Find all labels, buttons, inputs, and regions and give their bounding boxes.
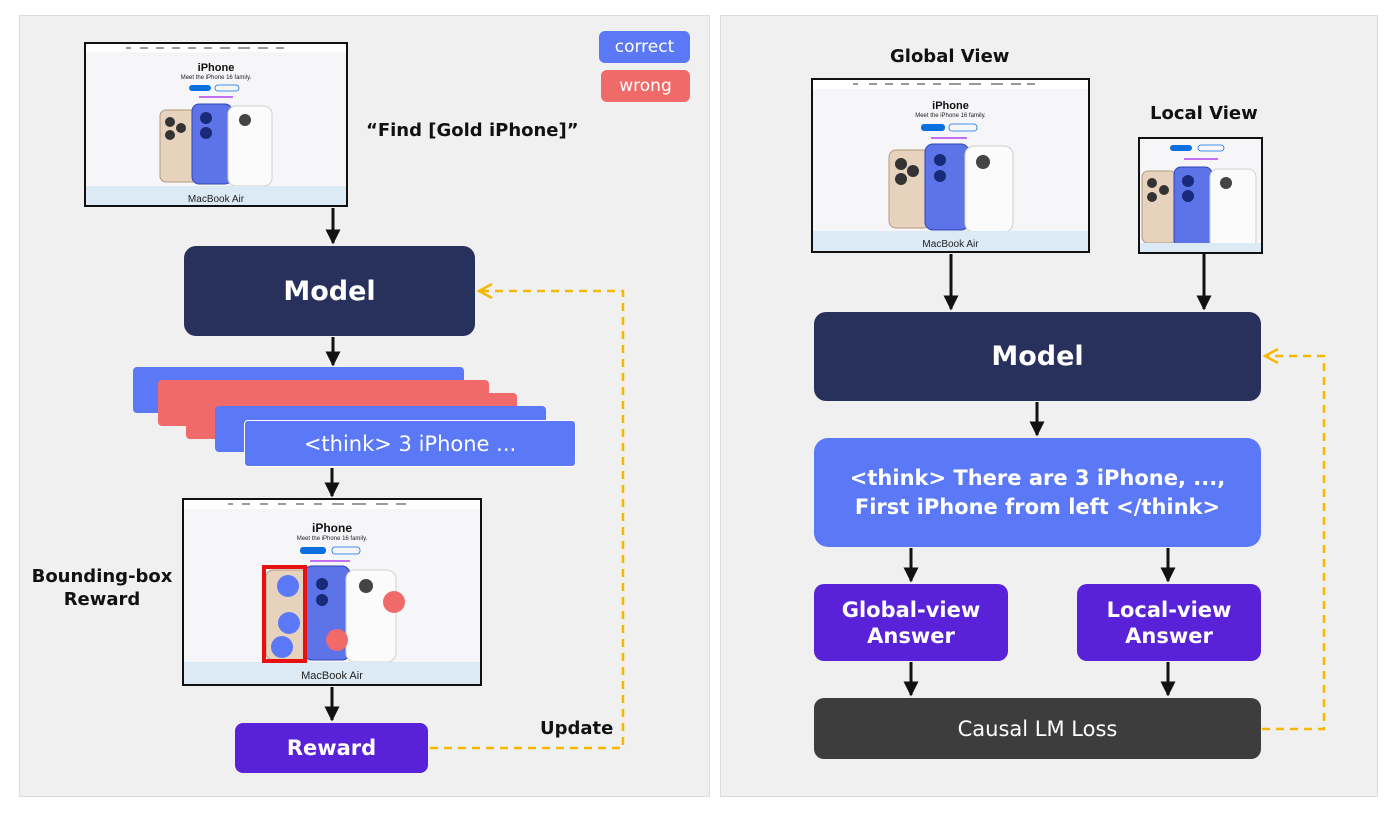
model-box-left: Model	[184, 246, 475, 336]
screenshot-input: iPhone Meet the iPhone 16 family. MacBoo…	[84, 42, 348, 207]
screenshot-banner: MacBook Air	[301, 670, 363, 682]
screenshot-global-view: iPhone Meet the iPhone 16 family. MacBoo…	[811, 78, 1090, 253]
global-view-answer-box: Global-view Answer	[814, 584, 1008, 661]
legend-correct: correct	[599, 31, 690, 63]
rollout-5: <think> 3 iPhone ...	[244, 420, 576, 467]
global-answer-line-2: Answer	[867, 623, 955, 648]
legend-wrong: wrong	[601, 70, 690, 102]
screenshot-subtitle: Meet the iPhone 16 family.	[180, 75, 252, 81]
bbox-reward-label-line2: Reward	[63, 589, 141, 610]
local-answer-line-2: Answer	[1125, 623, 1213, 648]
local-answer-line-1: Local-view	[1106, 597, 1232, 622]
bbox-reward-label-line1: Bounding-box	[31, 566, 173, 587]
causal-lm-loss-box: Causal LM Loss	[814, 698, 1261, 759]
screenshot-reward: iPhone Meet the iPhone 16 family. MacBoo…	[182, 498, 482, 686]
screenshot-title: iPhone	[197, 62, 235, 74]
screenshot-banner: MacBook Air	[922, 239, 979, 250]
global-view-label: Global View	[890, 46, 1010, 67]
think-line-1: <think> There are 3 iPhone, ...,	[849, 465, 1226, 490]
model-box-right: Model	[814, 312, 1261, 401]
screenshot-banner: MacBook Air	[187, 194, 245, 205]
screenshot-subtitle: Meet the iPhone 16 family.	[296, 536, 368, 542]
screenshot-local-view	[1138, 137, 1263, 254]
think-box: <think> There are 3 iPhone, ..., First i…	[814, 438, 1261, 547]
screenshot-title: iPhone	[311, 521, 352, 535]
screenshot-title: iPhone	[932, 100, 969, 112]
local-view-answer-box: Local-view Answer	[1077, 584, 1261, 661]
local-view-label: Local View	[1150, 103, 1258, 124]
think-line-2: First iPhone from left </think>	[854, 494, 1221, 519]
query-text: “Find [Gold iPhone]”	[366, 120, 579, 141]
global-answer-line-1: Global-view	[841, 597, 981, 622]
update-label: Update	[540, 718, 614, 739]
screenshot-subtitle: Meet the iPhone 16 family.	[915, 113, 986, 119]
reward-box: Reward	[235, 723, 428, 773]
